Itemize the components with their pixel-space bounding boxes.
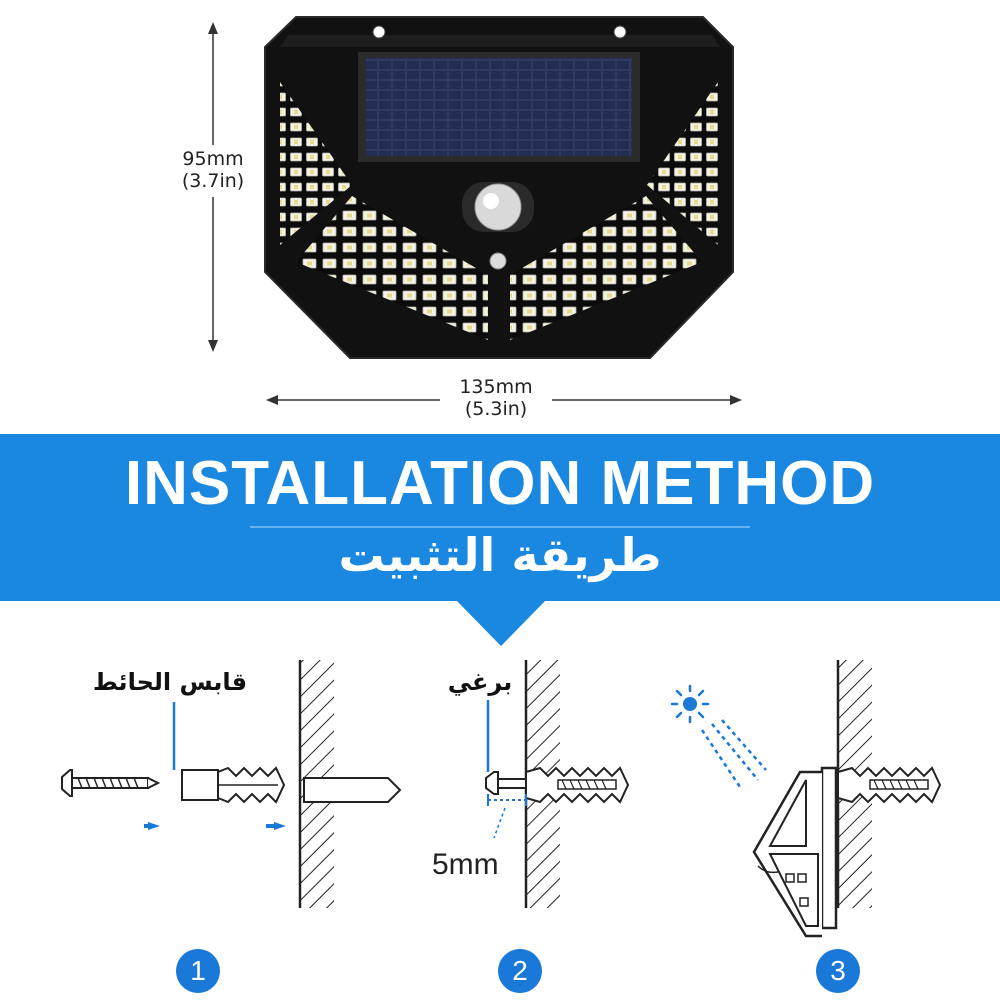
led-panel-left-side	[280, 82, 352, 245]
step-1-badge: 1	[176, 949, 220, 993]
installation-banner	[0, 434, 1000, 601]
sun-icon	[670, 684, 710, 724]
mounted-light	[752, 766, 838, 938]
led-panel-left-front	[296, 196, 488, 340]
height-in: (3.7in)	[181, 170, 245, 192]
step1-wall-plug-label: قابس الحائط	[92, 668, 248, 696]
motion-sensor	[462, 182, 534, 270]
height-mm: 95mm	[182, 148, 244, 170]
step-2-diagram	[485, 660, 630, 908]
led-panel-right-front	[510, 196, 702, 340]
width-in: (5.3in)	[464, 398, 528, 420]
led-panel-right-side	[647, 82, 718, 245]
banner-title: INSTALLATION METHOD	[124, 449, 876, 518]
width-dimension-arrow	[266, 374, 742, 426]
step-3-diagram	[670, 660, 942, 938]
height-dimension-arrow	[170, 22, 256, 352]
height-label: 95mm (3.7in)	[170, 148, 256, 192]
banner-divider	[250, 526, 750, 528]
solar-light-product	[170, 16, 742, 426]
step-3-badge: 3	[816, 949, 860, 993]
installation-steps-diagram	[61, 660, 942, 938]
width-mm: 135mm	[459, 376, 533, 398]
banner-pointer	[456, 600, 546, 646]
width-label: 135mm (5.3in)	[440, 376, 552, 420]
step1-screw	[61, 769, 161, 797]
banner-subtitle: طريقة التثبيت	[338, 528, 662, 582]
step2-measure-label: 5mm	[432, 848, 499, 881]
step2-screw-label: برغي	[447, 668, 513, 696]
step-2-badge: 2	[498, 949, 542, 993]
step-1-diagram	[61, 660, 402, 908]
step1-wall-plug	[181, 766, 286, 804]
